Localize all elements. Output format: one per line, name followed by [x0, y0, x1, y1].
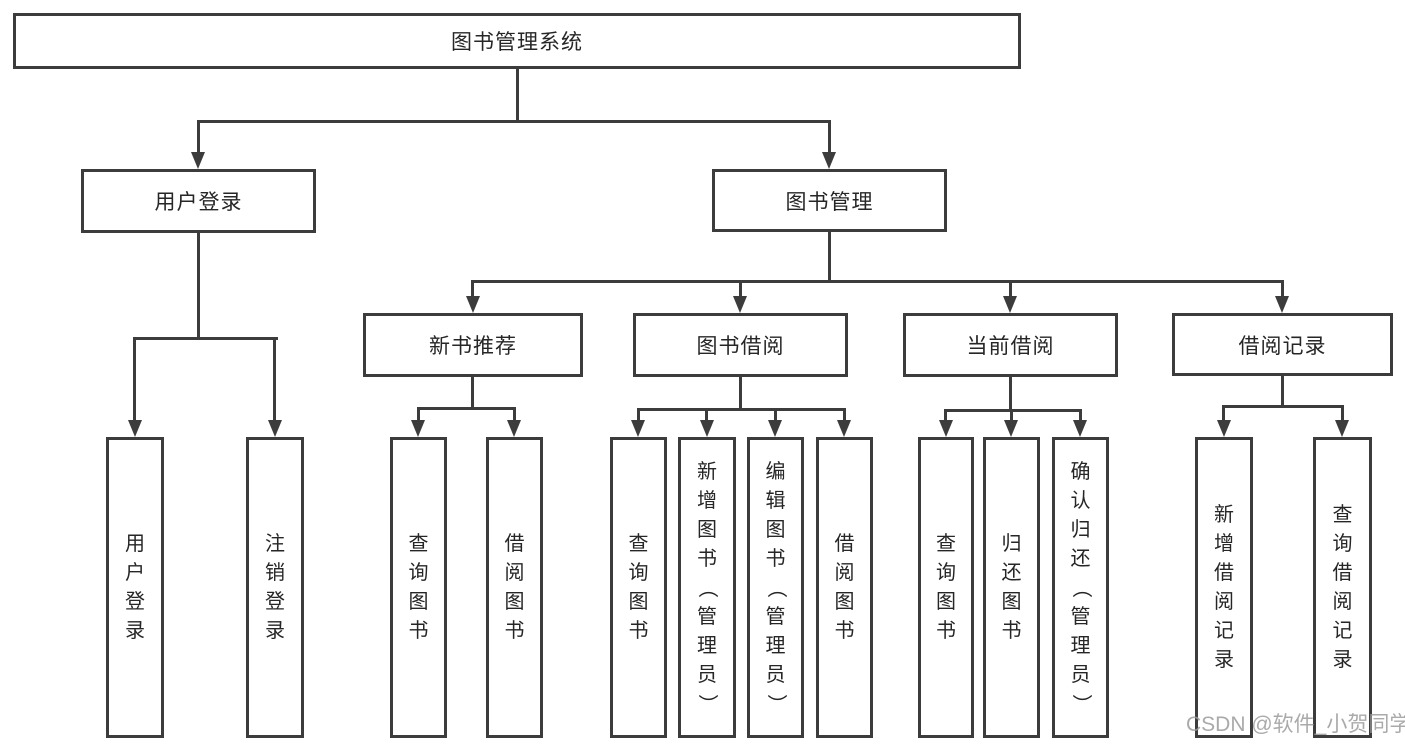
arrowhead-down-icon — [466, 296, 480, 313]
leaf-logout: 注销登录 — [246, 437, 304, 738]
connector-line — [637, 408, 845, 411]
arrowhead-down-icon — [1217, 420, 1231, 437]
node-book-management: 图书管理 — [712, 169, 947, 232]
connector-line — [513, 407, 516, 423]
connector-line — [516, 69, 519, 120]
arrowhead-down-icon — [268, 420, 282, 437]
leaf-br-add-record: 新增借阅记录 — [1195, 437, 1253, 738]
leaf-user-login: 用户登录 — [106, 437, 164, 738]
connector-line — [1010, 409, 1013, 423]
connector-line — [471, 280, 474, 300]
arrowhead-down-icon — [1335, 420, 1349, 437]
leaf-nb-query-book: 查询图书 — [390, 437, 447, 738]
leaf-cb-return-book: 归还图书 — [983, 437, 1040, 738]
node-borrow-record: 借阅记录 — [1172, 313, 1393, 376]
connector-line — [197, 233, 200, 337]
node-current-borrow: 当前借阅 — [903, 313, 1118, 377]
connector-line — [471, 280, 1284, 283]
connector-line — [133, 337, 278, 340]
connector-line — [1281, 375, 1284, 405]
connector-line — [739, 377, 742, 408]
connector-line — [828, 120, 831, 154]
connector-line — [1009, 377, 1012, 409]
leaf-bb-add-book-admin: 新增图书（管理员） — [678, 437, 736, 738]
csdn-watermark: CSDN @软件_小贺同学 — [1186, 713, 1405, 736]
arrowhead-down-icon — [700, 420, 714, 437]
node-user-login: 用户登录 — [81, 169, 316, 233]
arrowhead-down-icon — [631, 420, 645, 437]
connector-line — [1079, 409, 1082, 423]
connector-line — [1341, 405, 1344, 423]
connector-line — [1222, 405, 1343, 408]
leaf-br-query-record: 查询借阅记录 — [1313, 437, 1372, 738]
leaf-bb-edit-book-admin: 编辑图书（管理员） — [747, 437, 804, 738]
arrowhead-down-icon — [939, 420, 953, 437]
arrowhead-down-icon — [1275, 296, 1289, 313]
connector-line — [1281, 280, 1284, 300]
connector-line — [197, 120, 831, 123]
node-book-borrow: 图书借阅 — [633, 313, 848, 377]
connector-line — [133, 337, 136, 425]
arrowhead-down-icon — [1073, 420, 1087, 437]
leaf-bb-query-book: 查询图书 — [610, 437, 667, 738]
leaf-bb-borrow-book: 借阅图书 — [816, 437, 873, 738]
leaf-cb-confirm-return-admin: 确认归还（管理员） — [1052, 437, 1109, 738]
connector-line — [843, 408, 846, 423]
connector-line — [705, 408, 708, 423]
connector-line — [944, 409, 1082, 412]
arrowhead-down-icon — [128, 420, 142, 437]
connector-line — [197, 120, 200, 154]
arrowhead-down-icon — [768, 420, 782, 437]
arrowhead-down-icon — [837, 420, 851, 437]
connector-line — [417, 407, 516, 410]
connector-line — [739, 280, 742, 300]
connector-line — [1009, 280, 1012, 300]
arrowhead-down-icon — [733, 296, 747, 313]
arrowhead-down-icon — [822, 152, 836, 169]
arrowhead-down-icon — [1004, 420, 1018, 437]
connector-line — [273, 337, 276, 425]
leaf-cb-query-book: 查询图书 — [918, 437, 974, 738]
arrowhead-down-icon — [411, 420, 425, 437]
arrowhead-down-icon — [507, 420, 521, 437]
connector-line — [944, 409, 947, 423]
connector-line — [1222, 405, 1225, 423]
leaf-nb-borrow-book: 借阅图书 — [486, 437, 543, 738]
node-new-book-recommend: 新书推荐 — [363, 313, 583, 377]
connector-line — [417, 407, 420, 423]
node-root: 图书管理系统 — [13, 13, 1021, 69]
connector-line — [471, 377, 474, 407]
connector-line — [828, 232, 831, 280]
connector-line — [637, 408, 640, 423]
arrowhead-down-icon — [1003, 296, 1017, 313]
arrowhead-down-icon — [191, 152, 205, 169]
connector-line — [774, 408, 777, 423]
